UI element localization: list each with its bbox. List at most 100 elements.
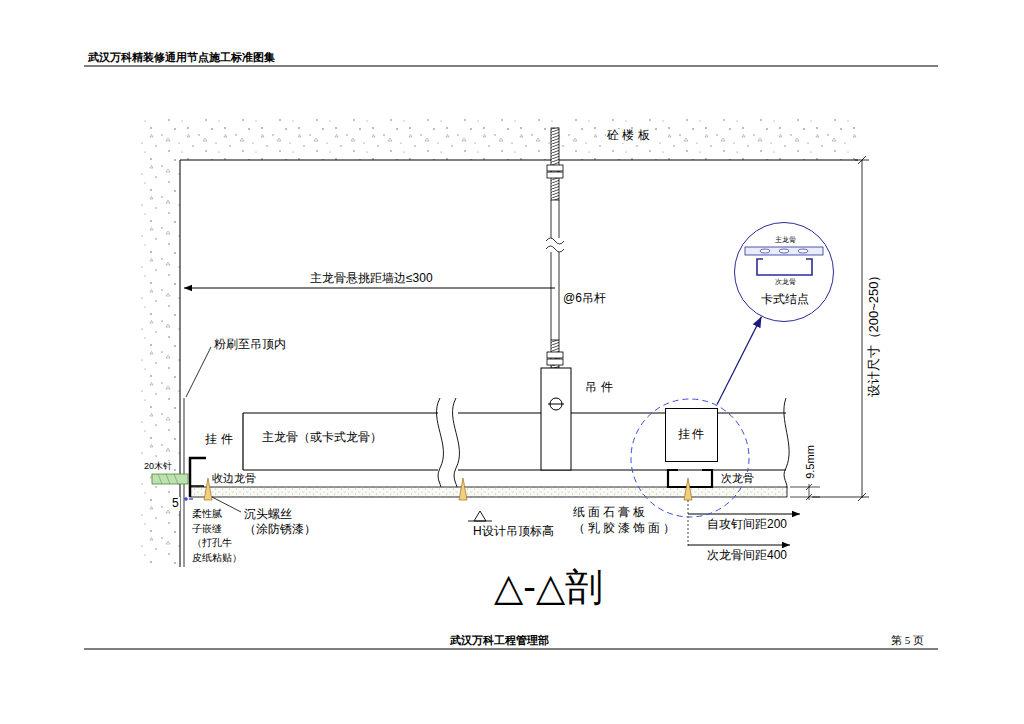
board-note: 纸面石膏板 （乳胶漆饰面）	[573, 505, 685, 536]
hanger-rod-part	[547, 165, 563, 171]
hanger-rod-part	[559, 252, 560, 340]
hanger-rod-part	[546, 246, 564, 252]
concrete-slab	[140, 118, 858, 567]
clip-label: 挂件	[678, 428, 706, 442]
level-symbol	[468, 511, 492, 521]
main-runner	[243, 398, 789, 490]
concrete-slab-part	[140, 118, 858, 567]
plaster-note: 粉刷至吊顶内	[214, 338, 286, 352]
callout-arrow	[717, 317, 761, 405]
wall-plaster	[184, 347, 211, 567]
cantilever-arrow	[184, 288, 555, 289]
sheet-rules-part	[84, 648, 938, 649]
thickness-dimension-part	[806, 494, 812, 500]
height-dimension-line	[812, 156, 869, 501]
wood-pin-part	[158, 474, 178, 484]
hanger-label: 吊件	[585, 381, 617, 395]
thickness-dimension-part	[806, 484, 812, 490]
sheet-rules	[84, 66, 938, 649]
clip-detail-circle: 主龙骨次龙骨卡式结点	[734, 222, 834, 322]
wood-pin-label: 20木针	[143, 461, 173, 471]
slab-label: 砼 楼 板	[606, 129, 651, 143]
gypsum-board-part	[190, 487, 787, 497]
hanger-rod-part	[547, 359, 563, 365]
hanger-part-part	[541, 368, 571, 470]
height-dimension-line-part	[858, 493, 866, 501]
runner-spacing: 次龙骨间距400	[707, 549, 787, 563]
edge-trim	[190, 458, 206, 497]
concrete-slab-part	[180, 160, 858, 567]
level-symbol-part	[474, 511, 486, 521]
hanger-rod-part	[546, 238, 564, 244]
slot-sketch	[798, 249, 808, 253]
height-dimension-line-part	[862, 160, 863, 498]
cantilever-note: 主龙骨悬挑距墙边≤300	[310, 272, 433, 286]
gypsum-board	[190, 487, 787, 497]
secondary-runner-sketch	[757, 259, 812, 275]
gap-dimension: 5	[171, 497, 180, 511]
main-runner-part	[453, 398, 460, 490]
screw	[204, 478, 692, 500]
dashed-circle	[631, 399, 749, 517]
wood-pin-part	[152, 474, 188, 484]
sheet-header: 武汉万科精装修通用节点施工标准图集	[88, 51, 275, 64]
joint-mark-part	[185, 497, 186, 501]
main-runner-label: 主龙骨（或卡式龙骨）	[262, 431, 382, 445]
clip-label: 挂件	[205, 433, 237, 447]
height-dimension-line-part	[812, 497, 869, 498]
wall-plaster-part	[186, 347, 211, 397]
screw-part	[204, 478, 212, 500]
thickness-dimension-part	[790, 487, 820, 488]
hanger-rod	[546, 128, 564, 368]
main-runner-tag: 主龙骨	[775, 236, 796, 244]
screw-part	[459, 478, 467, 500]
ceiling-level: H设计吊顶标高	[473, 525, 554, 539]
spacing-arrows	[688, 500, 800, 548]
slot-sketch	[779, 249, 789, 253]
hanger-rod-part	[551, 128, 559, 200]
secondary-runner-part	[668, 470, 712, 487]
joint-mark	[184, 497, 193, 501]
screw-note: 沉头螺丝 （涂防锈漆）	[244, 507, 334, 537]
main-runner-part	[437, 398, 444, 490]
level-symbol-part	[468, 521, 492, 522]
hanger-rod-part	[559, 200, 560, 238]
joint-mark-part	[189, 498, 193, 499]
detail-title: 卡式结点	[761, 293, 809, 307]
slot-sketch	[760, 249, 770, 253]
spacing-arrows-part	[688, 500, 689, 548]
joint-note: 柔性腻 子嵌缝 （打孔牛 皮纸粘贴）	[192, 507, 246, 565]
height-dimension-line-part	[858, 156, 866, 164]
rod-label: @6吊杆	[563, 292, 606, 306]
clip-box: 挂件	[665, 408, 718, 462]
height-dimension: 设计尺寸（200~250）	[867, 269, 880, 398]
wood-pin	[152, 474, 188, 484]
secondary-runner-label: 次龙骨	[720, 472, 755, 485]
cantilever-arrow-part	[184, 288, 555, 289]
secondary-runner	[668, 470, 712, 487]
spacing-arrows-part	[688, 514, 800, 515]
edge-trim-part	[190, 458, 206, 497]
sheet-rules-part	[84, 65, 938, 66]
hanger-rod-part	[547, 352, 563, 358]
hanger-rod-part	[547, 172, 563, 178]
main-runner-sketch	[745, 247, 823, 255]
spacing-arrows-part	[688, 545, 790, 546]
hanger-part	[541, 368, 571, 470]
edge-trim-label: 收边龙骨	[212, 472, 256, 485]
page-number: 第 5 页	[891, 634, 924, 647]
detail-zone: 次龙骨挂件	[630, 398, 750, 518]
main-runner-part	[784, 398, 789, 490]
section-title: △-△剖	[494, 566, 603, 610]
footer-department: 武汉万科工程管理部	[450, 634, 549, 647]
hanger-rod-part	[551, 200, 552, 238]
thickness-dimension	[790, 484, 820, 500]
board-thickness: 9.5mm	[805, 445, 816, 479]
thickness-dimension-part	[790, 497, 820, 498]
screw-part	[684, 478, 692, 500]
hanger-part-part	[548, 404, 564, 405]
secondary-runner-tag: 次龙骨	[775, 278, 796, 286]
hanger-rod-part	[551, 252, 552, 340]
edge-trim-part	[190, 485, 204, 487]
